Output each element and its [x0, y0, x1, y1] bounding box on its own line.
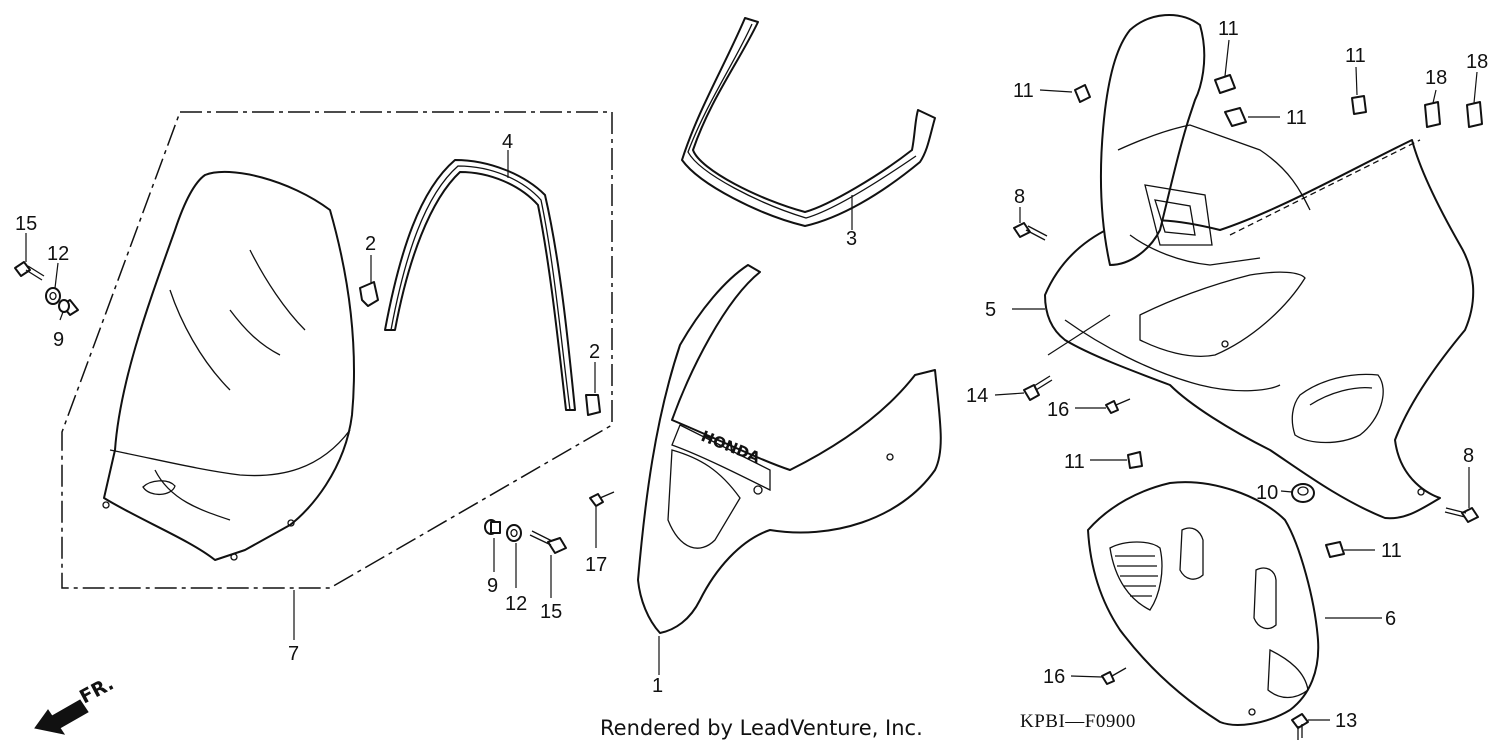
- washer-12-left[interactable]: [45, 287, 61, 305]
- screw-16-upper[interactable]: [1105, 398, 1131, 414]
- callout-12-right: 12: [505, 593, 527, 615]
- callout-labels: 1 2 2 3 4 5 6 7 8 8 9 9 10 11 11 11 11 1…: [15, 18, 1488, 732]
- windscreen-kit-boundary: [61, 111, 613, 640]
- callout-12-left: 12: [47, 243, 69, 265]
- callout-10: 10: [1256, 482, 1278, 504]
- bolt-8-left[interactable]: [1013, 222, 1048, 241]
- front-direction-indicator: FR.: [34, 672, 117, 735]
- clip-18-a[interactable]: [1424, 101, 1441, 128]
- render-credit: Rendered by LeadVenture, Inc.: [600, 716, 923, 740]
- callout-7: 7: [288, 643, 299, 665]
- callout-11-d: 11: [1345, 45, 1366, 67]
- callout-2-lower: 2: [589, 341, 600, 363]
- callout-18-right: 18: [1466, 51, 1488, 73]
- callout-11-f: 11: [1381, 540, 1402, 562]
- bolt-15-left[interactable]: [14, 261, 45, 281]
- hardware-items: [14, 74, 1483, 740]
- callout-17: 17: [585, 554, 607, 576]
- callout-11-c: 11: [1286, 107, 1307, 129]
- rivet-13[interactable]: [1291, 713, 1309, 740]
- callout-4: 4: [502, 131, 513, 153]
- windscreen-part[interactable]: [102, 171, 355, 561]
- callout-9-left: 9: [53, 329, 64, 351]
- callout-9-right: 9: [487, 575, 498, 597]
- windscreen-trim-part[interactable]: [384, 150, 576, 411]
- callout-16-lower: 16: [1043, 666, 1065, 688]
- bolt-15-right[interactable]: [529, 530, 567, 554]
- callout-18-left: 18: [1425, 67, 1447, 89]
- leader-lines: [25, 39, 1478, 721]
- clip-2-lower[interactable]: [585, 394, 601, 416]
- callout-5: 5: [985, 299, 996, 321]
- screw-16-lower[interactable]: [1101, 667, 1127, 685]
- callout-14: 14: [966, 385, 988, 407]
- callout-13: 13: [1335, 710, 1357, 732]
- clip-11-b[interactable]: [1214, 74, 1236, 94]
- callout-16-upper: 16: [1047, 399, 1069, 421]
- washer-12-right[interactable]: [506, 524, 522, 542]
- callout-8-left: 8: [1014, 186, 1025, 208]
- clip-11-a[interactable]: [1074, 84, 1091, 103]
- clip-11-d[interactable]: [1351, 95, 1367, 115]
- bolt-14[interactable]: [1023, 375, 1053, 401]
- clip-18-b[interactable]: [1466, 101, 1483, 128]
- callout-6: 6: [1385, 608, 1396, 630]
- nut-10[interactable]: [1291, 483, 1315, 503]
- callout-11-e: 11: [1064, 451, 1085, 473]
- callout-8-right: 8: [1463, 445, 1474, 467]
- front-cowl-part[interactable]: HONDA: [637, 264, 942, 675]
- callout-15-right: 15: [540, 601, 562, 623]
- bolt-8-right[interactable]: [1444, 507, 1479, 523]
- callout-3: 3: [846, 228, 857, 250]
- middle-cowl-part[interactable]: [1012, 14, 1475, 520]
- callout-15-left: 15: [15, 213, 37, 235]
- clip-11-e[interactable]: [1127, 451, 1143, 469]
- collar-9-left[interactable]: [58, 299, 79, 316]
- callout-1: 1: [652, 675, 663, 697]
- callout-11-b: 11: [1218, 18, 1239, 40]
- upper-cowl-trim-part[interactable]: [681, 17, 936, 230]
- collar-9-right[interactable]: [484, 519, 501, 535]
- screw-17[interactable]: [589, 491, 615, 507]
- diagram-code: KPBI—F0900: [1020, 711, 1136, 732]
- clip-2-upper[interactable]: [359, 281, 379, 307]
- callout-2-upper: 2: [365, 233, 376, 255]
- front-arrow-icon: [34, 699, 89, 735]
- clip-11-f[interactable]: [1325, 541, 1345, 558]
- callout-11-a: 11: [1013, 80, 1034, 102]
- inner-cover-part[interactable]: [1087, 481, 1382, 726]
- clip-11-c[interactable]: [1224, 107, 1247, 127]
